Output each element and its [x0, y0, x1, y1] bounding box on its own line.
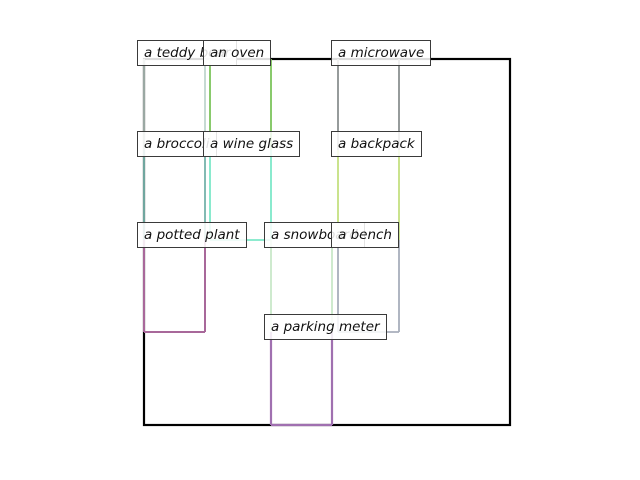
label-backpack: a backpack	[331, 131, 422, 157]
label-oven: an oven	[203, 40, 272, 66]
label-parking-meter: a parking meter	[264, 314, 387, 340]
label-bench: a bench	[331, 222, 399, 248]
label-wine-glass: a wine glass	[203, 131, 301, 157]
label-microwave: a microwave	[331, 40, 432, 66]
label-potted-plant: a potted plant	[137, 222, 247, 248]
